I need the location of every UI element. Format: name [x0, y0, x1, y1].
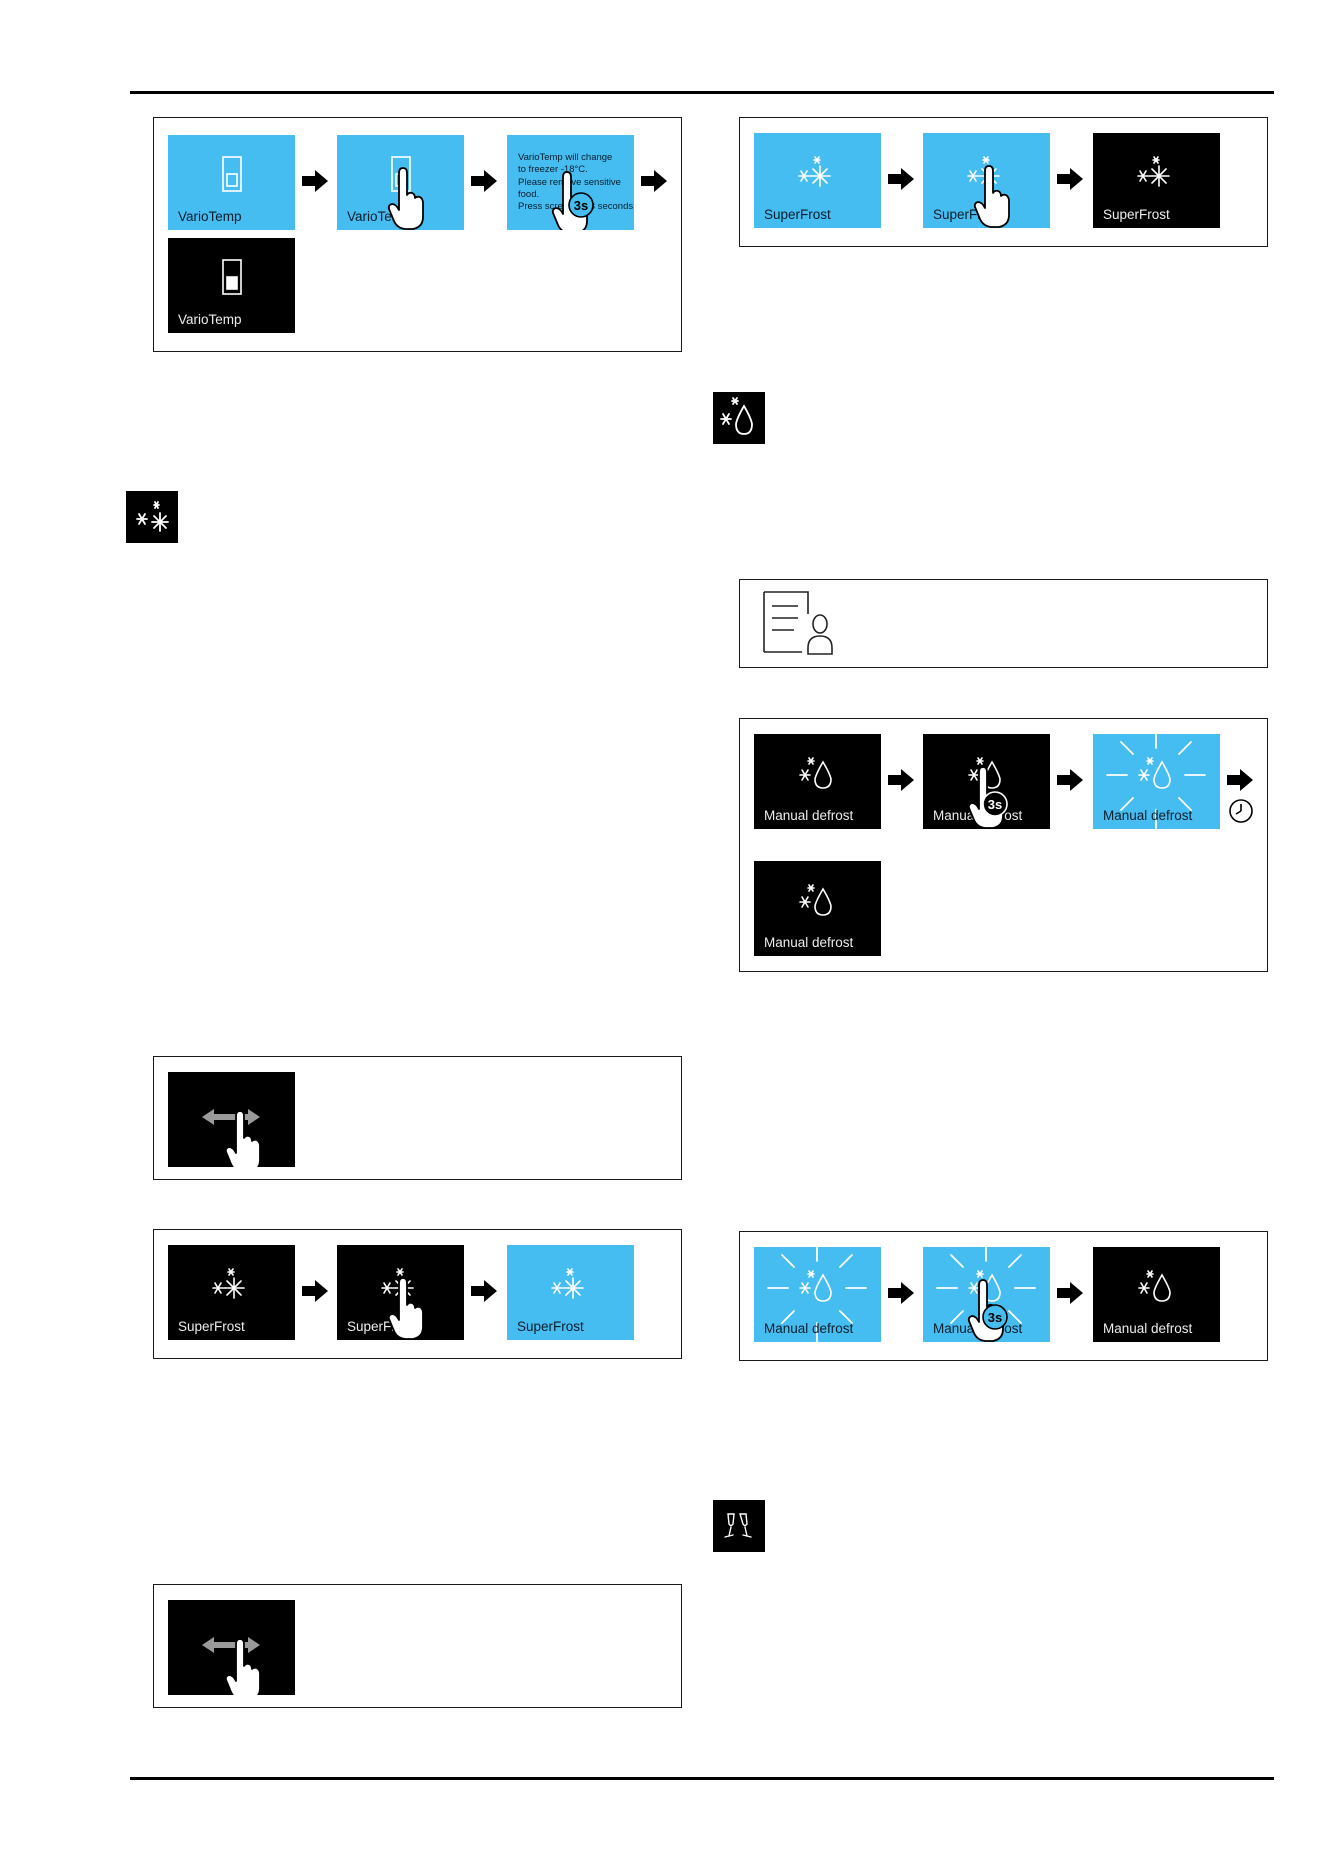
- footer-rule: [130, 1777, 1274, 1780]
- defrost-screen-4: Manual defrost: [754, 861, 881, 956]
- defrost-drop-icon: [720, 397, 753, 435]
- right-arrow-icon: [888, 1282, 914, 1304]
- press-duration-badge: [568, 192, 594, 218]
- superfrost-snowflake-icon: [798, 156, 831, 187]
- right-arrow-icon: [1057, 769, 1083, 791]
- defrost-screen-2[interactable]: Manual defrost 3s: [923, 1247, 1050, 1342]
- press-duration-text: 3s: [987, 1310, 1003, 1325]
- screen-label: VarioTemp: [178, 312, 242, 327]
- screen-label: Manual defrost: [1103, 1321, 1193, 1336]
- vario-temp-confirm-screen[interactable]: VarioTemp will change to freezer -18°C. …: [507, 135, 634, 230]
- manual-defrost-deactivate-figure: Manual defrost Manual defrost 3s: [739, 1231, 1268, 1361]
- clock-icon: [1229, 799, 1253, 823]
- superfrost-screen-3: SuperFrost: [507, 1245, 634, 1340]
- superfrost-screen-1: SuperFrost: [754, 133, 881, 228]
- screen-label: VarioTemp: [178, 209, 242, 224]
- vario-temp-screen-result: VarioTemp: [168, 238, 295, 333]
- defrost-drop-icon: [799, 757, 832, 789]
- right-arrow-icon: [471, 170, 497, 192]
- right-arrow-icon: [471, 1280, 497, 1302]
- swipe-screen[interactable]: [168, 1072, 295, 1167]
- party-icon-tile: [713, 1500, 765, 1552]
- superfrost-snowflake-icon: [551, 1268, 584, 1299]
- swipe-left-right-icon: [202, 1109, 260, 1125]
- tap-hand-icon: [387, 1277, 424, 1340]
- screen-label: Manual defrost: [764, 1321, 854, 1336]
- vario-temp-screen-2[interactable]: VarioTemp: [337, 135, 464, 230]
- defrost-screen-1: Manual defrost: [754, 1247, 881, 1342]
- press-duration-text: 3s: [987, 797, 1003, 812]
- superfrost-snowflake-icon: [136, 501, 169, 532]
- tap-hand-icon: [224, 1110, 261, 1167]
- superfrost-screen-3: SuperFrost: [1093, 133, 1220, 228]
- right-arrow-icon: [641, 170, 667, 192]
- defrost-drop-icon: [936, 1247, 1036, 1342]
- superfrost-snowflake-icon: [212, 1268, 245, 1299]
- right-arrow-icon: [302, 170, 328, 192]
- defrost-screen-3: Manual defrost: [1093, 734, 1220, 829]
- vario-temp-screen-1: VarioTemp: [168, 135, 295, 230]
- superfrost-snowflake-icon: [1137, 156, 1170, 187]
- right-arrow-icon: [888, 168, 914, 190]
- swipe-figure-1: [153, 1056, 682, 1180]
- right-arrow-icon: [1227, 769, 1253, 791]
- screen-label: SuperFrost: [764, 207, 831, 222]
- blink-rays-icon: [1106, 734, 1206, 829]
- swipe-screen[interactable]: [168, 1600, 295, 1695]
- swipe-figure-2: [153, 1584, 682, 1708]
- screen-label: Manual defrost: [1103, 808, 1193, 823]
- vario-temp-compartment-icon: [222, 156, 242, 192]
- screen-label: Manual defrost: [764, 935, 854, 950]
- defrost-drop-icon: [799, 884, 832, 916]
- tap-hand-icon: [224, 1638, 261, 1695]
- defrost-screen-1: Manual defrost: [754, 734, 881, 829]
- superfrost-activate-figure: SuperFrost SuperFrost SuperFrost: [153, 1229, 682, 1359]
- superfrost-screen-2[interactable]: SuperFrost: [923, 133, 1050, 228]
- screen-label: SuperFrost: [178, 1319, 245, 1334]
- right-arrow-icon: [1057, 168, 1083, 190]
- screen-label: SuperFrost: [1103, 207, 1170, 222]
- screen-label: Manual defrost: [764, 808, 854, 823]
- superfrost-screen-2[interactable]: SuperFrost: [337, 1245, 464, 1340]
- tap-hand-icon: [973, 165, 1010, 228]
- screen-label: SuperFrost: [517, 1319, 584, 1334]
- defrost-drop-icon: [1138, 1270, 1171, 1302]
- customer-service-icon: [763, 591, 833, 655]
- superfrost-screen-1: SuperFrost: [168, 1245, 295, 1340]
- swipe-left-right-icon: [202, 1637, 260, 1653]
- press-duration-text: 3s: [573, 198, 589, 213]
- superfrost-deactivate-figure: SuperFrost SuperFrost SuperFrost: [739, 117, 1268, 247]
- vario-temp-figure: VarioTemp VarioTemp VarioTemp will chang…: [153, 117, 682, 352]
- defrost-drop-icon: [767, 1247, 867, 1342]
- header-rule: [130, 91, 1274, 94]
- press-duration-badge: [982, 791, 1008, 817]
- defrost-icon-tile: [713, 392, 765, 444]
- defrost-drop-icon: [1106, 734, 1206, 829]
- party-glasses-icon: [724, 1513, 752, 1538]
- defrost-screen-2[interactable]: Manual defrost 3s: [923, 734, 1050, 829]
- tap-hand-icon: [387, 167, 424, 230]
- right-arrow-icon: [888, 769, 914, 791]
- manual-defrost-activate-figure: Manual defrost Manual defrost 3s: [739, 718, 1268, 972]
- right-arrow-icon: [1057, 1282, 1083, 1304]
- superfrost-icon-tile: [126, 491, 178, 543]
- press-duration-badge: [982, 1304, 1008, 1330]
- blink-rays-icon: [767, 1247, 867, 1342]
- right-arrow-icon: [302, 1280, 328, 1302]
- vario-temp-compartment-icon: [222, 259, 242, 295]
- customer-service-figure: [739, 579, 1268, 668]
- defrost-screen-3: Manual defrost: [1093, 1247, 1220, 1342]
